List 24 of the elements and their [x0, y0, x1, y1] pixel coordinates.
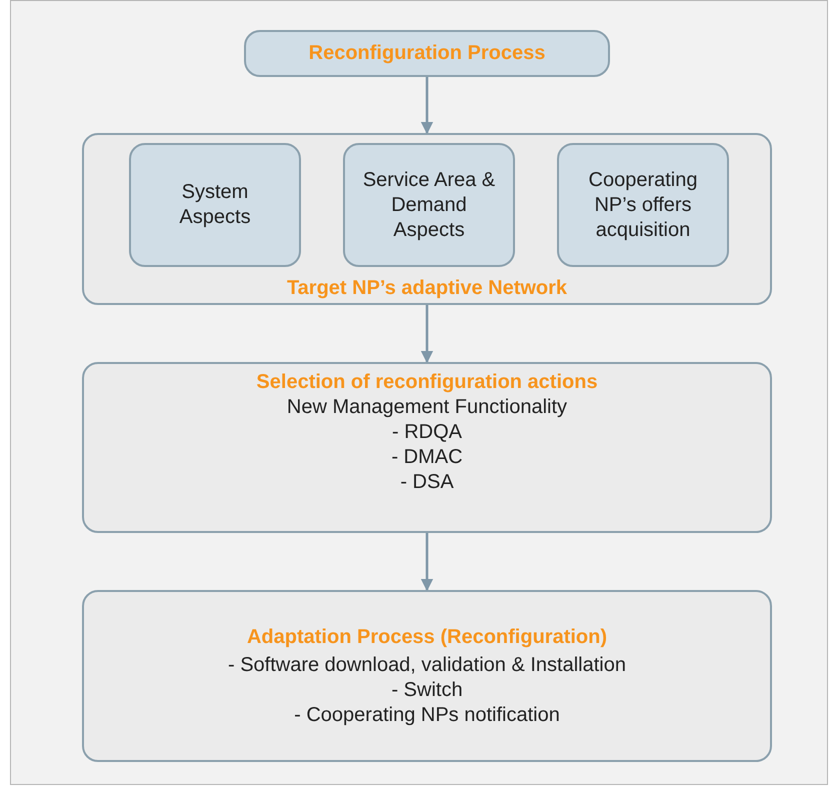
heading-text: Target NP’s adaptive Network: [286, 276, 568, 301]
body-text: - Software download, validation & Installation: [228, 652, 626, 678]
arrow: [420, 77, 434, 134]
body-text: System Aspects: [178, 180, 252, 230]
arrow: [420, 533, 434, 592]
arrow: [420, 305, 434, 364]
heading-text: Reconfiguration Process: [308, 41, 546, 66]
body-text: New Management Functionality: [286, 395, 568, 420]
aspect-box: [557, 143, 729, 267]
body-text: - RDQA: [392, 420, 462, 445]
body-text: - Switch: [391, 678, 463, 702]
body-text: - Cooperating NPs notification: [294, 702, 560, 728]
aspect-box: [129, 143, 301, 267]
process-box: [82, 590, 772, 762]
process-box: [244, 30, 610, 77]
body-text: - DMAC: [391, 445, 463, 470]
heading-text: Adaptation Process (Reconfiguration): [246, 624, 608, 650]
body-text: Cooperating NP’s offers acquisition: [588, 168, 698, 242]
group-box: [82, 133, 772, 305]
aspect-box: [343, 143, 515, 267]
heading-text: Selection of reconfiguration actions: [256, 370, 598, 395]
process-box: [82, 362, 772, 533]
body-text: - DSA: [400, 470, 454, 495]
body-text: Service Area & Demand Aspects: [362, 168, 496, 242]
